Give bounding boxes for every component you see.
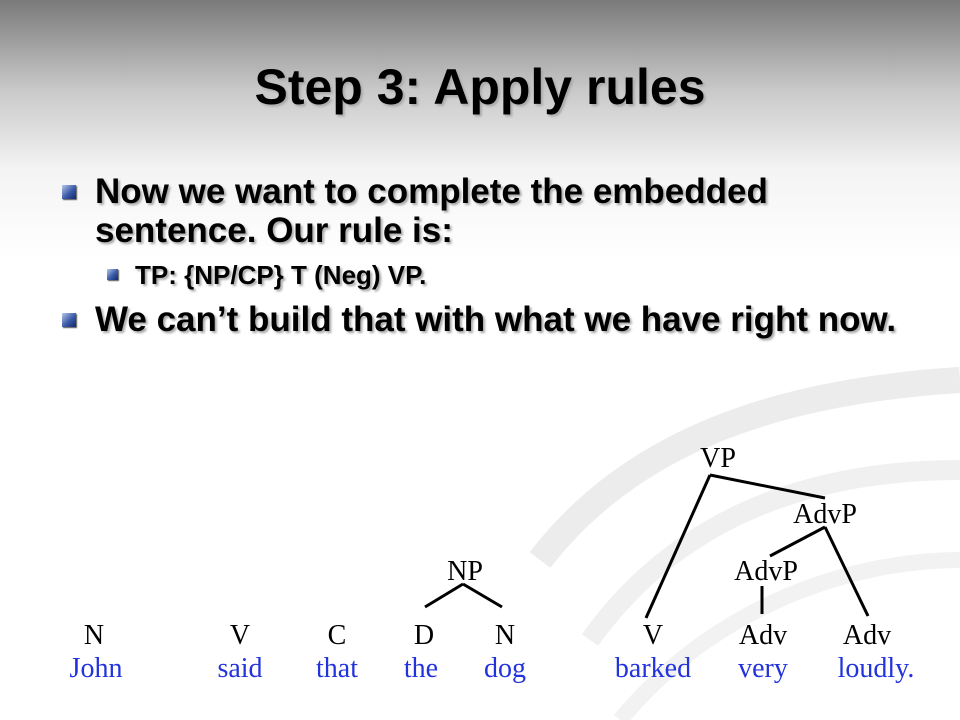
category-label: N (495, 620, 515, 651)
tree-branch (644, 474, 712, 619)
word-label: very (738, 653, 788, 684)
word-label: John (70, 653, 123, 684)
word-label: barked (615, 653, 691, 684)
bullet-list: Now we want to complete the embedded sen… (62, 172, 922, 339)
slide-title: Step 3: Apply rules (254, 59, 706, 115)
bullet-item: We can’t build that with what we have ri… (62, 300, 922, 339)
tree-branch (424, 582, 464, 609)
phrase-label-advp: AdvP (734, 556, 798, 587)
category-label: Adv (739, 620, 787, 651)
category-label: C (328, 620, 347, 651)
category-label: D (414, 620, 434, 651)
word-label: said (217, 653, 262, 684)
phrase-label-vp: VP (700, 443, 736, 474)
category-label: V (230, 620, 250, 651)
tree-branch (769, 525, 826, 558)
category-label: V (643, 620, 663, 651)
tree-branch (709, 473, 826, 500)
bullet-text: Now we want to complete the embedded sen… (95, 172, 768, 250)
category-label: N (84, 620, 104, 651)
sub-bullet-text: TP: {NP/CP} T (Neg) VP. (135, 260, 427, 290)
tree-branch (462, 582, 503, 609)
phrase-label-advp: AdvP (793, 499, 857, 530)
phrase-label-np: NP (447, 556, 483, 587)
bullet-item: Now we want to complete the embedded sen… (62, 172, 922, 250)
bullet-text: We can’t build that with what we have ri… (95, 300, 897, 339)
word-label: dog (484, 653, 526, 684)
bullet-marker-icon (62, 185, 76, 199)
word-label: loudly. (838, 653, 915, 684)
category-label: Adv (843, 620, 891, 651)
word-label: that (316, 653, 358, 684)
sub-bullet-item: TP: {NP/CP} T (Neg) VP. (107, 256, 922, 294)
bullet-marker-icon (62, 313, 76, 327)
word-label: the (404, 653, 438, 684)
tree-branch (823, 526, 870, 617)
bullet-marker-icon (107, 269, 118, 280)
